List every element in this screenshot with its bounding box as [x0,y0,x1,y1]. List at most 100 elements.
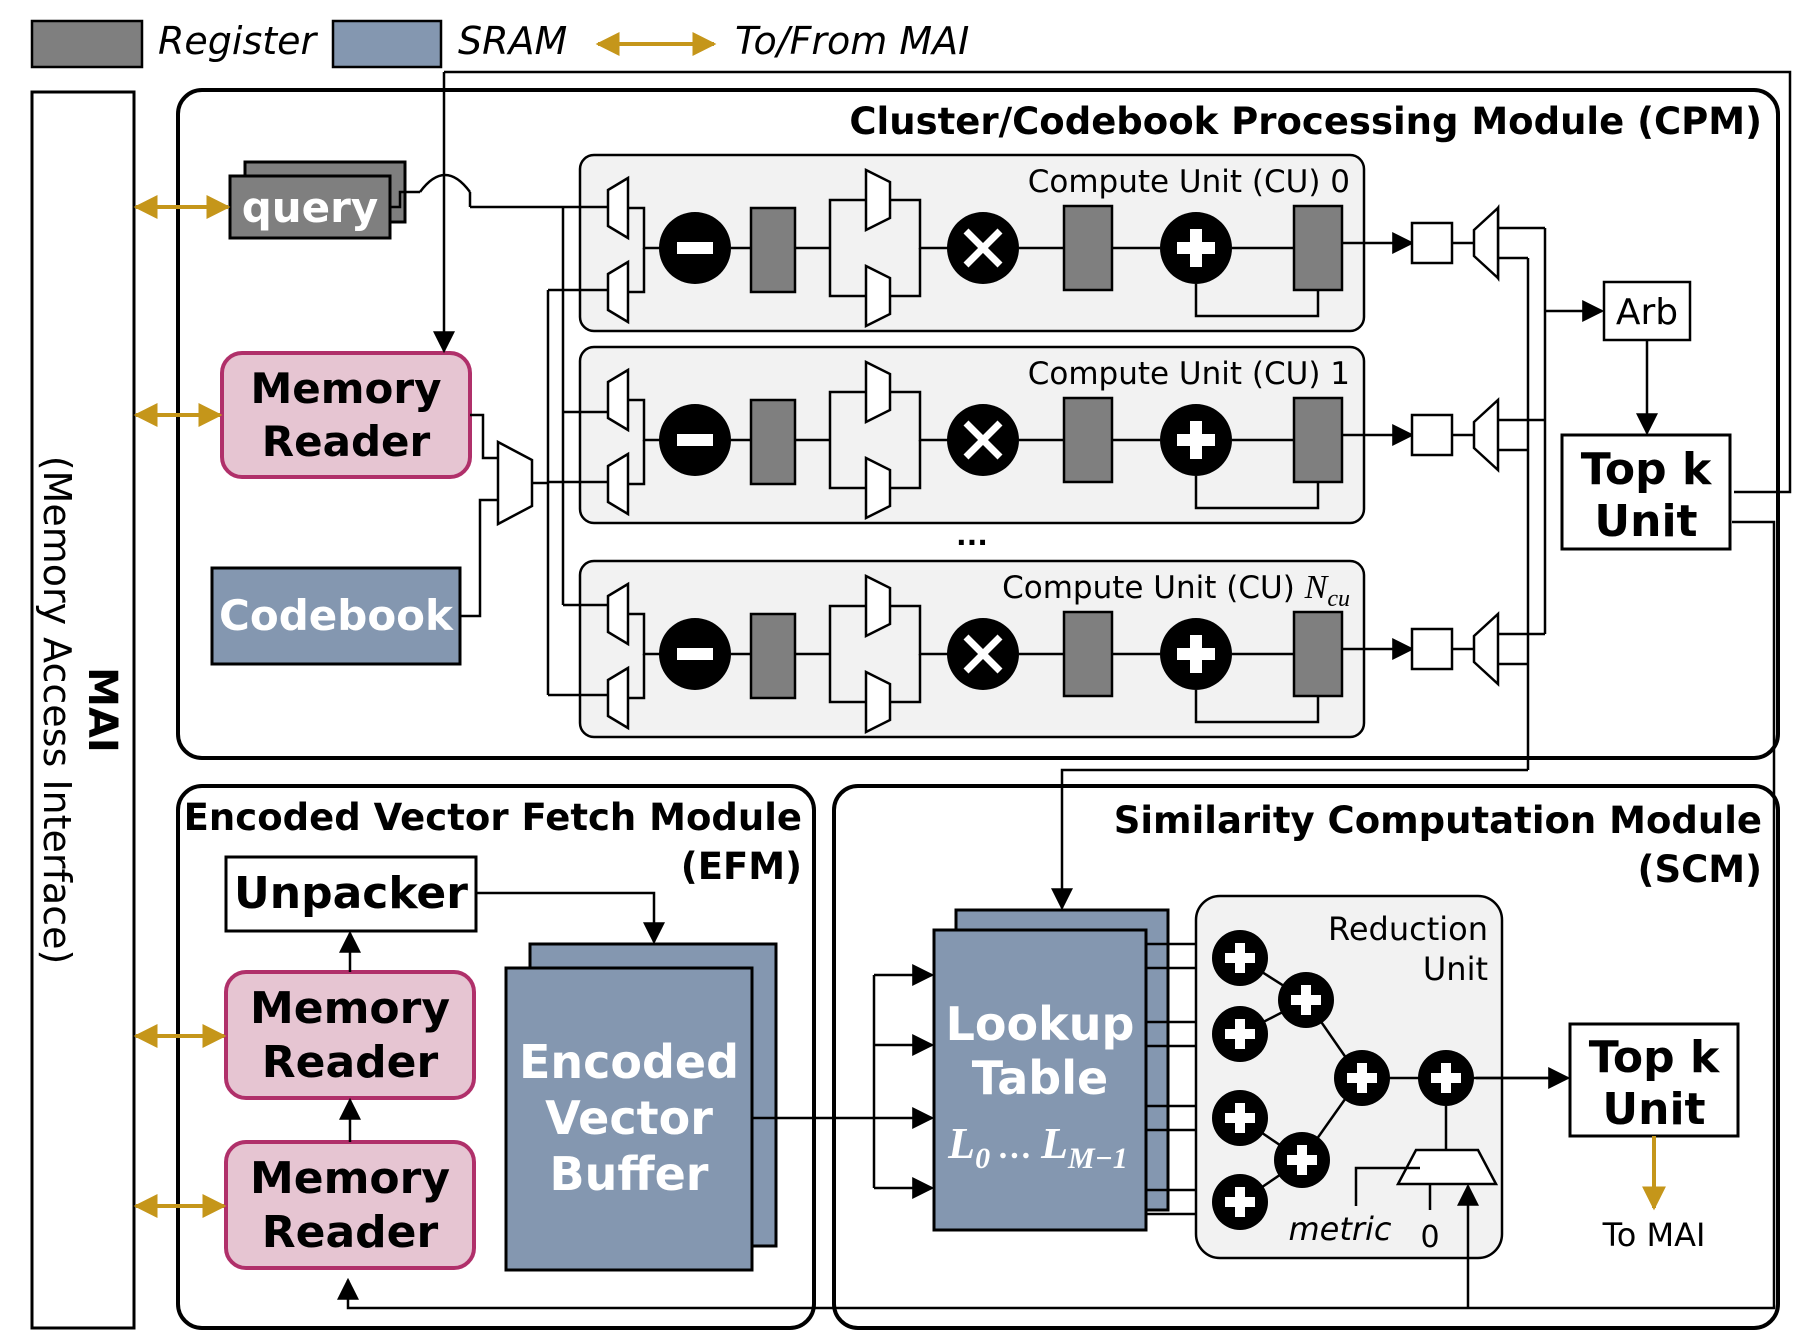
scm-title-line1: Similarity Computation Module [1114,799,1762,842]
unpacker-label: Unpacker [234,868,468,919]
scm-topk-unit [1568,1022,1740,1138]
buffer-line3: Buffer [550,1147,709,1201]
adder-2-plus-icon [1212,1006,1268,1062]
adder-8-plus-icon [1418,1050,1474,1106]
cu1-mux-d-icon [864,455,892,521]
cu0-label: Compute Unit (CU) 0 [1028,164,1350,200]
cu0-mux-b-icon [606,259,630,325]
buffer-line1: Encoded [519,1035,739,1089]
legend-sram-label: SRAM [458,19,567,63]
reduction-line1: Reduction [1328,910,1488,948]
legend-register-label: Register [158,19,319,63]
scm-module: Similarity Computation Module (SCM) Look… [752,768,1780,1330]
cpm-to-lut-wire [1051,768,1528,911]
unpacker-to-buffer-arrow-icon [476,891,665,945]
cun-label-sub: cu [1327,586,1350,612]
efm-memory-reader-1-line1: Memory [250,983,450,1034]
cun-label-n: N [1304,569,1330,606]
legend-mai-label: To/From MAI [735,19,969,63]
metric-label: metric [1288,1210,1391,1248]
adder-6-plus-icon [1274,1132,1330,1188]
cu0-mux-a-icon [606,175,630,241]
reader-to-mux-wire [470,413,498,460]
cpm-input-mux-icon [496,439,534,527]
lookup-range: L0 … LM−1 [947,1119,1128,1175]
buffer-line2: Vector [545,1091,713,1145]
cu0-mux-d-icon [864,263,892,329]
cu1-register-3 [1292,396,1344,484]
efm-memory-reader-2-line2: Reader [262,1207,439,1258]
legend: Register SRAM To/From MAI [30,19,969,69]
cu0-out-register [1410,221,1454,265]
reduction-line2: Unit [1423,950,1488,988]
cu1-mux-b-icon [606,451,630,517]
cpm-topk-line1: Top k [1581,444,1713,495]
scm-topk-line1: Top k [1589,1032,1721,1083]
mai-box [30,90,136,1330]
adder-tree [1212,930,1474,1230]
cu0-register-2 [1062,204,1114,292]
cun-label-prefix: Compute Unit (CU) [1002,570,1305,606]
cu0-mux-c-icon [864,167,892,233]
efm-frame [176,784,816,1330]
mai-subtitle: (Memory Access Interface) [35,456,79,965]
cu0-datapath [606,167,1415,329]
efm-module: Encoded Vector Fetch Module (EFM) Unpack… [133,784,816,1330]
to-mai-label: To MAI [1602,1216,1706,1254]
adder-5-plus-icon [1278,972,1334,1028]
cun-datapath [606,573,1415,735]
scm-title-line2: (SCM) [1638,848,1762,891]
cpm-topk-line2: Unit [1594,496,1697,547]
cu1-out-mux-icon [1472,397,1500,473]
cu1-mux-a-icon [606,367,630,433]
cu-ellipsis: ... [956,519,988,552]
cun-register-2 [1062,610,1114,698]
topk-feedback-wire [444,70,1792,494]
cun-label: Compute Unit (CU) Ncu [1002,569,1350,612]
cun-mux-d-icon [864,669,892,735]
cu1-datapath [606,359,1415,521]
cu1-out-register [1410,413,1454,457]
cpm-module: Cluster/Codebook Processing Module (CPM)… [133,70,1792,1310]
adder-7-plus-icon [1334,1050,1390,1106]
cpm-memory-reader-line2: Reader [262,417,431,466]
efm-memory-reader-2-line1: Memory [250,1153,450,1204]
cun-mux-c-icon [864,573,892,639]
cu-output-stage [1410,203,1547,770]
unpacker-box [224,855,478,933]
cu1-register-2 [1062,396,1114,484]
cu1-mux-c-icon [864,359,892,425]
codebook-label: Codebook [219,591,454,640]
adder-4-plus-icon [1212,1174,1268,1230]
cun-mux-a-icon [606,581,630,647]
scm-topk-line2: Unit [1602,1084,1705,1135]
arb-label: Arb [1616,292,1678,333]
scm-frame [832,784,1780,1330]
cpm-title: Cluster/Codebook Processing Module (CPM) [849,100,1762,143]
topk-to-efm-wire [337,520,1776,1310]
efm-title-line2: (EFM) [681,845,802,888]
cun-register-3 [1292,610,1344,698]
arb-box [1602,280,1692,342]
mai-title: MAI [79,667,125,753]
cun-out-mux-icon [1472,611,1500,687]
cun-mux-b-icon [606,665,630,731]
adder-1-plus-icon [1212,930,1268,986]
cun-register-1 [749,612,797,700]
metric-input-wire [1354,1166,1420,1206]
efm-title-line1: Encoded Vector Fetch Module [184,796,802,839]
cpm-topk-unit [1560,433,1732,551]
codebook-sram [210,566,462,666]
cu1-register-1 [749,398,797,486]
cu0-register-3 [1292,204,1344,292]
lookup-line1: Lookup [946,997,1135,1051]
mai-bar: MAI (Memory Access Interface) [30,90,136,1330]
cun-out-register [1410,627,1454,671]
cu0-register-1 [749,206,797,294]
codebook-to-mux-wire [460,498,498,618]
encoded-buffer [504,966,754,1272]
zero-label: 0 [1420,1220,1439,1255]
legend-register-swatch [30,19,144,69]
